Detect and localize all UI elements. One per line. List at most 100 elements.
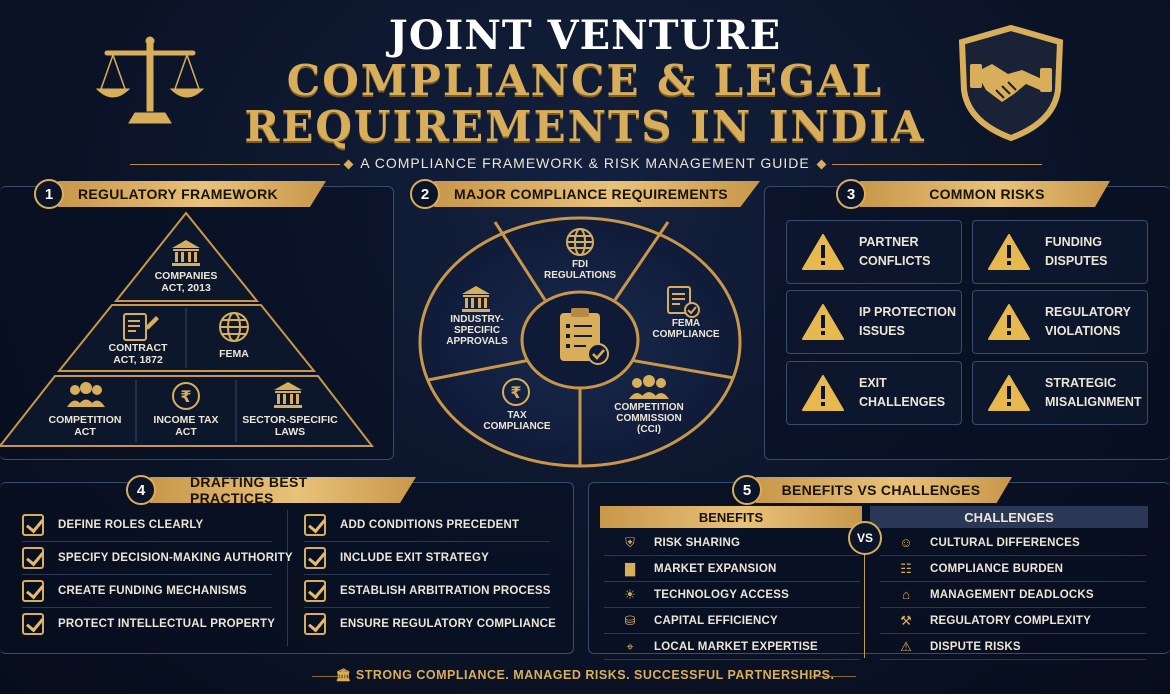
- segment-fdi-regulations: FDI REGULATIONS: [543, 259, 617, 281]
- pyramid-tier-bottom: [0, 375, 375, 447]
- checkbox-checked-icon: [22, 580, 44, 602]
- footer-divider-right: [812, 676, 856, 677]
- section-number: 4: [126, 475, 156, 505]
- challenge-row: ⚒ REGULATORY COMPLEXITY: [880, 608, 1146, 634]
- subtitle-divider-left: [130, 164, 340, 165]
- risk-label: STRATEGIC MISALIGNMENT: [1045, 376, 1142, 409]
- vs-badge: VS: [848, 521, 882, 555]
- section-title: DRAFTING BEST PRACTICES: [150, 477, 416, 503]
- risk-label: FUNDING DISPUTES: [1045, 235, 1108, 268]
- checklist-separator: [304, 541, 550, 542]
- checklist-item: INCLUDE EXIT STRATEGY: [304, 545, 489, 571]
- checklist-item: ESTABLISH ARBITRATION PROCESS: [304, 578, 551, 604]
- tier-income-tax-act: INCOME TAX ACT: [153, 414, 219, 438]
- row-label: CAPITAL EFFICIENCY: [654, 614, 778, 627]
- warning-icon: [802, 304, 844, 340]
- row-label: RISK SHARING: [654, 536, 741, 549]
- checklist-label: CREATE FUNDING MECHANISMS: [58, 585, 247, 597]
- gavel-icon: ⚒: [900, 612, 912, 628]
- tier-companies-act: COMPANIES ACT, 2013: [154, 270, 218, 294]
- section-title: REGULATORY FRAMEWORK: [58, 181, 326, 207]
- warning-icon: [802, 234, 844, 270]
- benefits-column-header: BENEFITS: [600, 506, 862, 528]
- checklist-item: CREATE FUNDING MECHANISMS: [22, 578, 247, 604]
- tier-sector-specific-laws: SECTOR-SPECIFIC LAWS: [242, 414, 338, 438]
- people-icon: ☺: [899, 535, 913, 550]
- title-line-3: REQUIREMENTS IN INDIA: [244, 102, 926, 151]
- footer-text: STRONG COMPLIANCE. MANAGED RISKS. SUCCES…: [355, 668, 835, 682]
- shield-icon: ⛨: [625, 534, 635, 550]
- pyramid-tier-top: [113, 211, 260, 302]
- footer-divider-left: [312, 676, 346, 677]
- common-risks-header: 3 COMMON RISKS: [836, 179, 1110, 209]
- section-title: MAJOR COMPLIANCE REQUIREMENTS: [434, 181, 760, 207]
- subtitle: A COMPLIANCE FRAMEWORK & RISK MANAGEMENT…: [360, 155, 810, 171]
- clipboard-check-icon: [560, 308, 609, 365]
- checklist-separator: [22, 607, 272, 608]
- checklist-label: PROTECT INTELLECTUAL PROPERTY: [58, 618, 276, 630]
- drafting-column-divider: [287, 510, 288, 646]
- svg-text:₹: ₹: [510, 383, 521, 402]
- warning-icon: ⚠: [900, 638, 912, 654]
- benefit-row: ☀ TECHNOLOGY ACCESS: [604, 582, 860, 608]
- benefit-row: ⛨ RISK SHARING: [604, 530, 860, 556]
- row-label: DISPUTE RISKS: [930, 640, 1021, 653]
- challenge-row: ⚠ DISPUTE RISKS: [880, 634, 1146, 660]
- rupee-icon: ₹: [502, 378, 530, 406]
- warning-icon: [988, 304, 1030, 340]
- checklist-separator: [22, 541, 272, 542]
- building-icon: [172, 240, 200, 266]
- tier-fema: FEMA: [219, 348, 249, 360]
- lightbulb-icon: ☀: [624, 586, 636, 602]
- title-line-1: JOINT VENTURE: [388, 12, 782, 59]
- handshake-shield-icon: [958, 24, 1064, 142]
- checklist-item: SPECIFY DECISION-MAKING AUTHORITY: [22, 545, 293, 571]
- risk-label: IP PROTECTION ISSUES: [859, 305, 957, 338]
- segment-fema-compliance: FEMA COMPLIANCE: [652, 318, 720, 340]
- building-icon: [462, 286, 490, 312]
- section-number: 3: [836, 179, 866, 209]
- document-icon: ☷: [900, 560, 912, 576]
- benefit-row: ⌖LOCAL MARKET EXPERTISE: [604, 634, 860, 660]
- challenge-row: ☷ COMPLIANCE BURDEN: [880, 556, 1146, 582]
- benefits-challenges-header: 5 BENEFITS VS CHALLENGES: [732, 475, 1012, 505]
- drafting-best-practices-header: 4 DRAFTING BEST PRACTICES: [126, 475, 416, 505]
- risk-card: IP PROTECTION ISSUES: [786, 290, 962, 354]
- subtitle-divider-right: [832, 164, 1042, 165]
- checklist-separator: [304, 607, 550, 608]
- checkbox-checked-icon: [22, 547, 44, 569]
- checklist-label: ADD CONDITIONS PRECEDENT: [340, 519, 520, 531]
- row-label: MANAGEMENT DEADLOCKS: [930, 588, 1094, 601]
- row-label: REGULATORY COMPLEXITY: [930, 614, 1091, 627]
- globe-icon: [566, 228, 594, 256]
- risk-card: PARTNER CONFLICTS: [786, 220, 962, 284]
- checkbox-checked-icon: [22, 514, 44, 536]
- row-label: TECHNOLOGY ACCESS: [654, 588, 790, 601]
- svg-text:₹: ₹: [180, 387, 191, 406]
- checklist-item: ADD CONDITIONS PRECEDENT: [304, 512, 519, 538]
- checklist-label: ENSURE REGULATORY COMPLIANCE: [340, 618, 557, 630]
- building-icon: 🏛︎: [335, 668, 352, 682]
- warning-icon: [988, 234, 1030, 270]
- risk-card: FUNDING DISPUTES: [972, 220, 1148, 284]
- benefit-row: ▇MARKET EXPANSION: [604, 556, 860, 582]
- section-title: BENEFITS VS CHALLENGES: [756, 477, 1012, 503]
- checkbox-checked-icon: [304, 514, 326, 536]
- challenge-row: ☺CULTURAL DIFFERENCES: [880, 530, 1146, 556]
- map-pin-icon: ⌖: [626, 638, 634, 654]
- checklist-label: SPECIFY DECISION-MAKING AUTHORITY: [58, 552, 293, 564]
- people-icon: [629, 375, 669, 399]
- checklist-separator: [304, 574, 550, 575]
- bar-chart-icon: ▇: [625, 560, 635, 576]
- row-label: COMPLIANCE BURDEN: [930, 562, 1064, 575]
- globe-icon: [219, 312, 249, 342]
- checklist-separator: [22, 574, 272, 575]
- checklist-item: ENSURE REGULATORY COMPLIANCE: [304, 611, 556, 637]
- benefit-row: ⛁ CAPITAL EFFICIENCY: [604, 608, 860, 634]
- checkbox-checked-icon: [304, 613, 326, 635]
- risk-label: PARTNER CONFLICTS: [859, 235, 931, 268]
- coins-icon: ⛁: [624, 612, 636, 628]
- challenge-row: ⌂MANAGEMENT DEADLOCKS: [880, 582, 1146, 608]
- contract-icon: [123, 313, 159, 341]
